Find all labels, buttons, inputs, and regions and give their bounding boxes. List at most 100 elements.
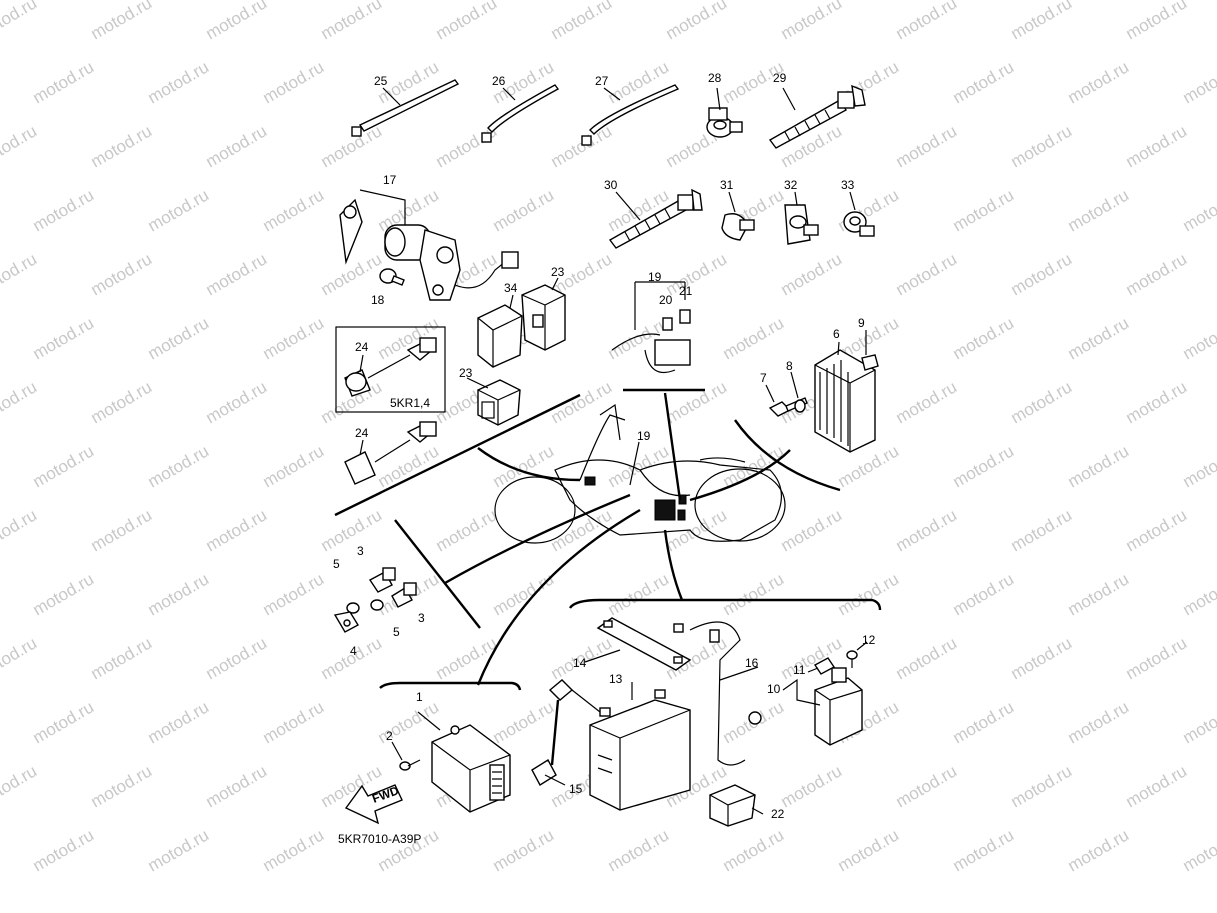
watermark-text: motod.ru [1065, 569, 1133, 619]
watermark-text: motod.ru [203, 0, 271, 43]
watermark-text: motod.ru [1180, 441, 1217, 491]
watermark-text: motod.ru [88, 505, 156, 555]
main-switch-17 [339, 189, 519, 301]
diagram-code: 5KR7010-A39P [338, 832, 421, 846]
watermark-text: motod.ru [260, 697, 328, 747]
watermark-text: motod.ru [1123, 377, 1191, 427]
watermark-text: motod.ru [778, 249, 846, 299]
callout-16: 16 [745, 656, 759, 670]
watermark-text: motod.ru [203, 377, 271, 427]
watermark-text: motod.ru [318, 505, 386, 555]
cable-tie-25 [351, 79, 460, 137]
callout-8: 8 [786, 359, 793, 373]
watermark-text: motod.ru [203, 121, 271, 171]
watermark-text: motod.ru [1065, 57, 1133, 107]
cable-tie-26 [481, 84, 560, 143]
callout-13: 13 [609, 672, 623, 686]
watermark-text: motod.ru [145, 57, 213, 107]
relay-34 [477, 304, 523, 368]
bracket-4 [333, 611, 359, 633]
screw-2 [399, 759, 421, 771]
callout-19: 19 [637, 429, 651, 443]
watermark-text: motod.ru [490, 697, 558, 747]
starter-relay-10 [814, 667, 863, 746]
watermark-text: motod.ru [1123, 505, 1191, 555]
watermark-text: motod.ru [893, 505, 961, 555]
cover-22 [709, 784, 756, 827]
watermark-text: motod.ru [318, 0, 386, 43]
ecu-1 [431, 724, 511, 813]
callout-2: 2 [386, 729, 393, 743]
callout-22: 22 [771, 807, 785, 821]
rectifier-6 [814, 349, 876, 453]
watermark-text: motod.ru [950, 57, 1018, 107]
leader-lines [334, 388, 882, 691]
watermark-text: motod.ru [720, 313, 788, 363]
watermark-text: motod.ru [433, 0, 501, 43]
watermark-text: motod.ru [260, 185, 328, 235]
watermark-text: motod.ru [1123, 761, 1191, 811]
variant-label: 5KR1,4 [390, 396, 430, 410]
callout-11: 11 [793, 663, 806, 677]
watermark-text: motod.ru [260, 57, 328, 107]
watermark-text: motod.ru [203, 633, 271, 683]
callout-33: 33 [841, 178, 855, 192]
callout-24: 24 [355, 426, 369, 440]
band-29 [768, 84, 866, 149]
callout-21: 21 [679, 284, 693, 298]
watermark-text: motod.ru [893, 121, 961, 171]
watermark-text: motod.ru [260, 569, 328, 619]
watermark-text: motod.ru [318, 633, 386, 683]
callout-12: 12 [862, 633, 876, 647]
watermark-text: motod.ru [0, 0, 40, 43]
band-14 [596, 617, 692, 671]
watermark-text: motod.ru [1008, 0, 1076, 43]
watermark-text: motod.ru [0, 377, 40, 427]
relay-23-lower [477, 379, 521, 426]
watermark-text: motod.ru [1180, 313, 1217, 363]
clamp-32 [784, 204, 819, 245]
callout-7: 7 [760, 371, 767, 385]
callout-3: 3 [357, 544, 364, 558]
watermark-text: motod.ru [663, 0, 731, 43]
callout-3: 3 [418, 611, 425, 625]
clamp-28 [706, 107, 743, 138]
watermark-text: motod.ru [548, 0, 616, 43]
watermark-text: motod.ru [1180, 697, 1217, 747]
watermark-text: motod.ru [1123, 633, 1191, 683]
callout-5: 5 [333, 557, 340, 571]
watermark-text: motod.ru [835, 569, 903, 619]
watermark-text: motod.ru [1008, 633, 1076, 683]
watermark-text: motod.ru [490, 441, 558, 491]
watermark-text: motod.ru [375, 697, 443, 747]
callout-17: 17 [383, 173, 397, 187]
watermark-text: motod.ru [893, 0, 961, 43]
watermark-text: motod.ru [893, 249, 961, 299]
bolt-12 [846, 650, 858, 668]
watermark-text: motod.ru [490, 569, 558, 619]
watermark-text: motod.ru [490, 825, 558, 875]
callout-34: 34 [504, 281, 518, 295]
watermark-text: motod.ru [30, 313, 98, 363]
callout-28: 28 [708, 71, 722, 85]
watermark-text: motod.ru [30, 57, 98, 107]
watermark-text: motod.ru [1123, 121, 1191, 171]
watermark-text: motod.ru [260, 313, 328, 363]
washer-5 [346, 599, 384, 614]
watermark-text: motod.ru [605, 57, 673, 107]
watermark-text: motod.ru [548, 505, 616, 555]
watermark-text: motod.ru [0, 761, 40, 811]
watermark-text: motod.ru [88, 0, 156, 43]
watermark-text: motod.ru [318, 249, 386, 299]
callout-5: 5 [393, 625, 400, 639]
coupler-24 [344, 421, 437, 485]
watermark-text: motod.ru [1065, 441, 1133, 491]
fuse-block-19 [611, 281, 691, 374]
fuse-11 [813, 657, 836, 675]
watermark-text: motod.ru [88, 633, 156, 683]
watermark-text: motod.ru [950, 185, 1018, 235]
watermark-text: motod.ru [145, 441, 213, 491]
watermark-text: motod.ru [950, 569, 1018, 619]
watermark-text: motod.ru [1180, 825, 1217, 875]
